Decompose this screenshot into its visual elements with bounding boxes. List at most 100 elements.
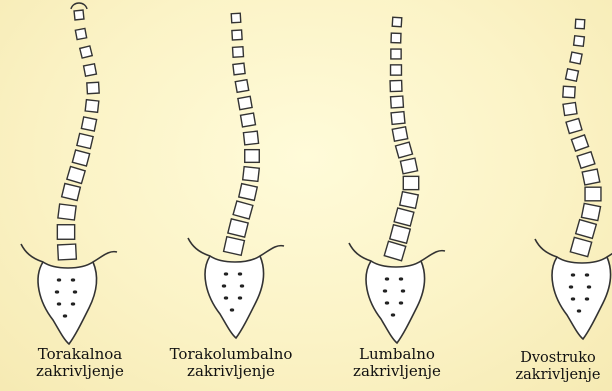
right-wing-thoracolumbar bbox=[260, 246, 284, 256]
left-wing-thoracolumbar bbox=[188, 238, 210, 256]
vertebra bbox=[585, 187, 601, 201]
vertebra bbox=[391, 112, 405, 125]
vertebra bbox=[72, 150, 89, 166]
vertebra bbox=[400, 158, 417, 174]
sacral-foramen bbox=[55, 290, 59, 293]
sacral-foramen bbox=[63, 314, 67, 317]
vertebra bbox=[85, 100, 99, 113]
vertebra bbox=[574, 36, 585, 47]
sacral-foramen bbox=[577, 309, 581, 312]
caption-thoracolumbar-line1: Torakolumbalno bbox=[156, 346, 306, 363]
vertebra bbox=[241, 113, 256, 127]
vertebra bbox=[400, 192, 419, 209]
vertebra bbox=[563, 86, 575, 98]
vertebra bbox=[392, 17, 402, 27]
vertebra bbox=[392, 127, 407, 141]
caption-thoracic-line2: zakrivljenje bbox=[5, 363, 155, 380]
caption-double-line1: Dvostruko bbox=[483, 350, 612, 367]
vertebra bbox=[77, 133, 93, 148]
vertebra bbox=[233, 63, 245, 75]
sacral-foramen bbox=[224, 272, 228, 275]
caption-lumbar-line2: zakrivljenje bbox=[322, 363, 472, 380]
vertebra bbox=[391, 33, 401, 43]
vertebra bbox=[87, 82, 99, 93]
sacral-foramen bbox=[401, 289, 405, 292]
vertebra bbox=[582, 169, 600, 185]
sacral-foramen bbox=[399, 277, 403, 280]
caption-thoracic: Torakalnoa zakrivljenje bbox=[5, 346, 155, 380]
vertebra bbox=[239, 184, 257, 201]
vertebra bbox=[84, 64, 97, 76]
caption-thoracolumbar: Torakolumbalno zakrivljenje bbox=[156, 346, 306, 380]
vertebra bbox=[384, 241, 406, 260]
vertebra bbox=[75, 28, 86, 39]
vertebra bbox=[570, 52, 582, 64]
vertebra bbox=[245, 150, 260, 163]
spine-double bbox=[535, 19, 612, 339]
sacral-foramen bbox=[240, 284, 244, 287]
sacral-foramen bbox=[57, 278, 61, 281]
sacrum-thoracolumbar bbox=[205, 256, 263, 338]
sacral-foramen bbox=[383, 289, 387, 292]
vertebra bbox=[394, 208, 414, 226]
vertebra bbox=[391, 49, 401, 59]
sacrum-lumbar bbox=[366, 261, 424, 343]
sacrum-double bbox=[552, 257, 610, 339]
vertebra bbox=[232, 30, 242, 40]
vertebra bbox=[391, 65, 402, 75]
sacral-foramen bbox=[399, 301, 403, 304]
vertebra bbox=[58, 204, 76, 220]
vertebra bbox=[575, 19, 585, 29]
sacral-foramen bbox=[571, 273, 575, 276]
vertebra bbox=[390, 80, 402, 91]
spine-lumbar bbox=[349, 17, 445, 343]
sacral-foramen bbox=[238, 272, 242, 275]
caption-thoracic-line1: Torakalnoa bbox=[5, 346, 155, 363]
sacral-foramen bbox=[73, 290, 77, 293]
spine-thoracolumbar bbox=[188, 13, 284, 338]
vertebra bbox=[228, 219, 248, 237]
vertebra bbox=[391, 96, 404, 108]
vertebra bbox=[67, 167, 85, 184]
vertebra bbox=[570, 237, 591, 256]
sacral-foramen bbox=[585, 273, 589, 276]
right-wing-lumbar bbox=[421, 251, 445, 261]
vertebra bbox=[233, 47, 244, 58]
sacral-foramen bbox=[571, 297, 575, 300]
left-wing-double bbox=[535, 239, 557, 257]
caption-lumbar: Lumbalno zakrivljenje bbox=[322, 346, 472, 380]
vertebra bbox=[74, 10, 84, 20]
sacral-foramen bbox=[391, 313, 395, 316]
sacral-foramen bbox=[230, 308, 234, 311]
sacral-foramen bbox=[71, 278, 75, 281]
left-wing-lumbar bbox=[349, 243, 371, 261]
vertebra bbox=[224, 237, 245, 256]
vertebra bbox=[566, 118, 582, 133]
sacral-foramen bbox=[222, 284, 226, 287]
vertebra bbox=[243, 167, 260, 182]
vertebra bbox=[62, 184, 81, 201]
sacral-foramen bbox=[57, 302, 61, 305]
vertebra bbox=[566, 69, 579, 81]
sacral-foramen bbox=[587, 285, 591, 288]
spine-thoracic bbox=[21, 3, 117, 344]
sacral-foramen bbox=[224, 296, 228, 299]
vertebra bbox=[81, 117, 96, 131]
sacrum-thoracic bbox=[38, 262, 96, 344]
vertebra bbox=[571, 135, 588, 151]
caption-double: Dvostruko zakrivljenje bbox=[483, 350, 612, 384]
sacral-foramen bbox=[238, 296, 242, 299]
vertebra bbox=[581, 203, 600, 220]
sacral-foramen bbox=[569, 285, 573, 288]
vertebra bbox=[80, 46, 92, 58]
sacral-foramen bbox=[385, 301, 389, 304]
vertebra bbox=[563, 102, 577, 115]
sacral-foramen bbox=[585, 297, 589, 300]
caption-thoracolumbar-line2: zakrivljenje bbox=[156, 363, 306, 380]
caption-lumbar-line1: Lumbalno bbox=[322, 346, 472, 363]
atlas-curl bbox=[71, 3, 87, 9]
sacral-foramen bbox=[71, 302, 75, 305]
right-wing-thoracic bbox=[93, 252, 117, 262]
vertebra bbox=[390, 225, 411, 244]
